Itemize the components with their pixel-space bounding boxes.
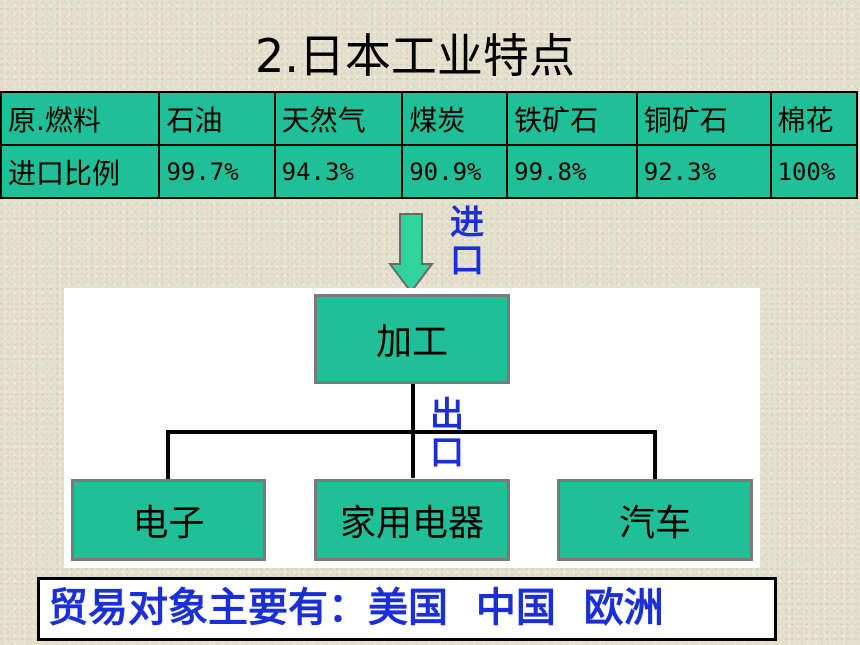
import-arrow-icon: [388, 213, 434, 294]
table-cell: 94.3%: [273, 144, 404, 199]
product-box-automobile: 汽车: [557, 479, 753, 561]
table-cell: 99.7%: [158, 144, 276, 199]
import-ratio-table: 原.燃料 石油 天然气 煤炭 铁矿石 铜矿石 棉花 进口比例 99.7% 94.…: [0, 91, 859, 199]
export-label: 出口: [430, 395, 464, 473]
slide-title: 2.日本工业特点: [255, 29, 575, 83]
table-cell: 90.9%: [401, 144, 509, 199]
table-cell: 铜矿石: [635, 91, 772, 146]
table-cell: 铁矿石: [506, 91, 638, 146]
table-cell: 100%: [769, 144, 859, 199]
table-header-row: 原.燃料 石油 天然气 煤炭 铁矿石 铜矿石 棉花: [0, 91, 859, 146]
product-box-electronics: 电子: [71, 479, 266, 561]
table-cell: 进口比例: [0, 144, 161, 199]
product-box-appliances: 家用电器: [314, 479, 510, 561]
table-cell: 天然气: [273, 91, 404, 146]
table-cell: 92.3%: [635, 144, 772, 199]
table-values-row: 进口比例 99.7% 94.3% 90.9% 99.8% 92.3% 100%: [0, 144, 859, 199]
table-cell: 99.8%: [506, 144, 638, 199]
process-box: 加工: [314, 294, 510, 384]
table-cell: 原.燃料: [0, 91, 161, 146]
table-cell: 棉花: [769, 91, 859, 146]
trade-partners-banner: 贸易对象主要有：美国 中国 欧洲: [37, 577, 777, 641]
import-label: 进口: [450, 203, 484, 281]
table-cell: 石油: [158, 91, 276, 146]
table-cell: 煤炭: [401, 91, 509, 146]
